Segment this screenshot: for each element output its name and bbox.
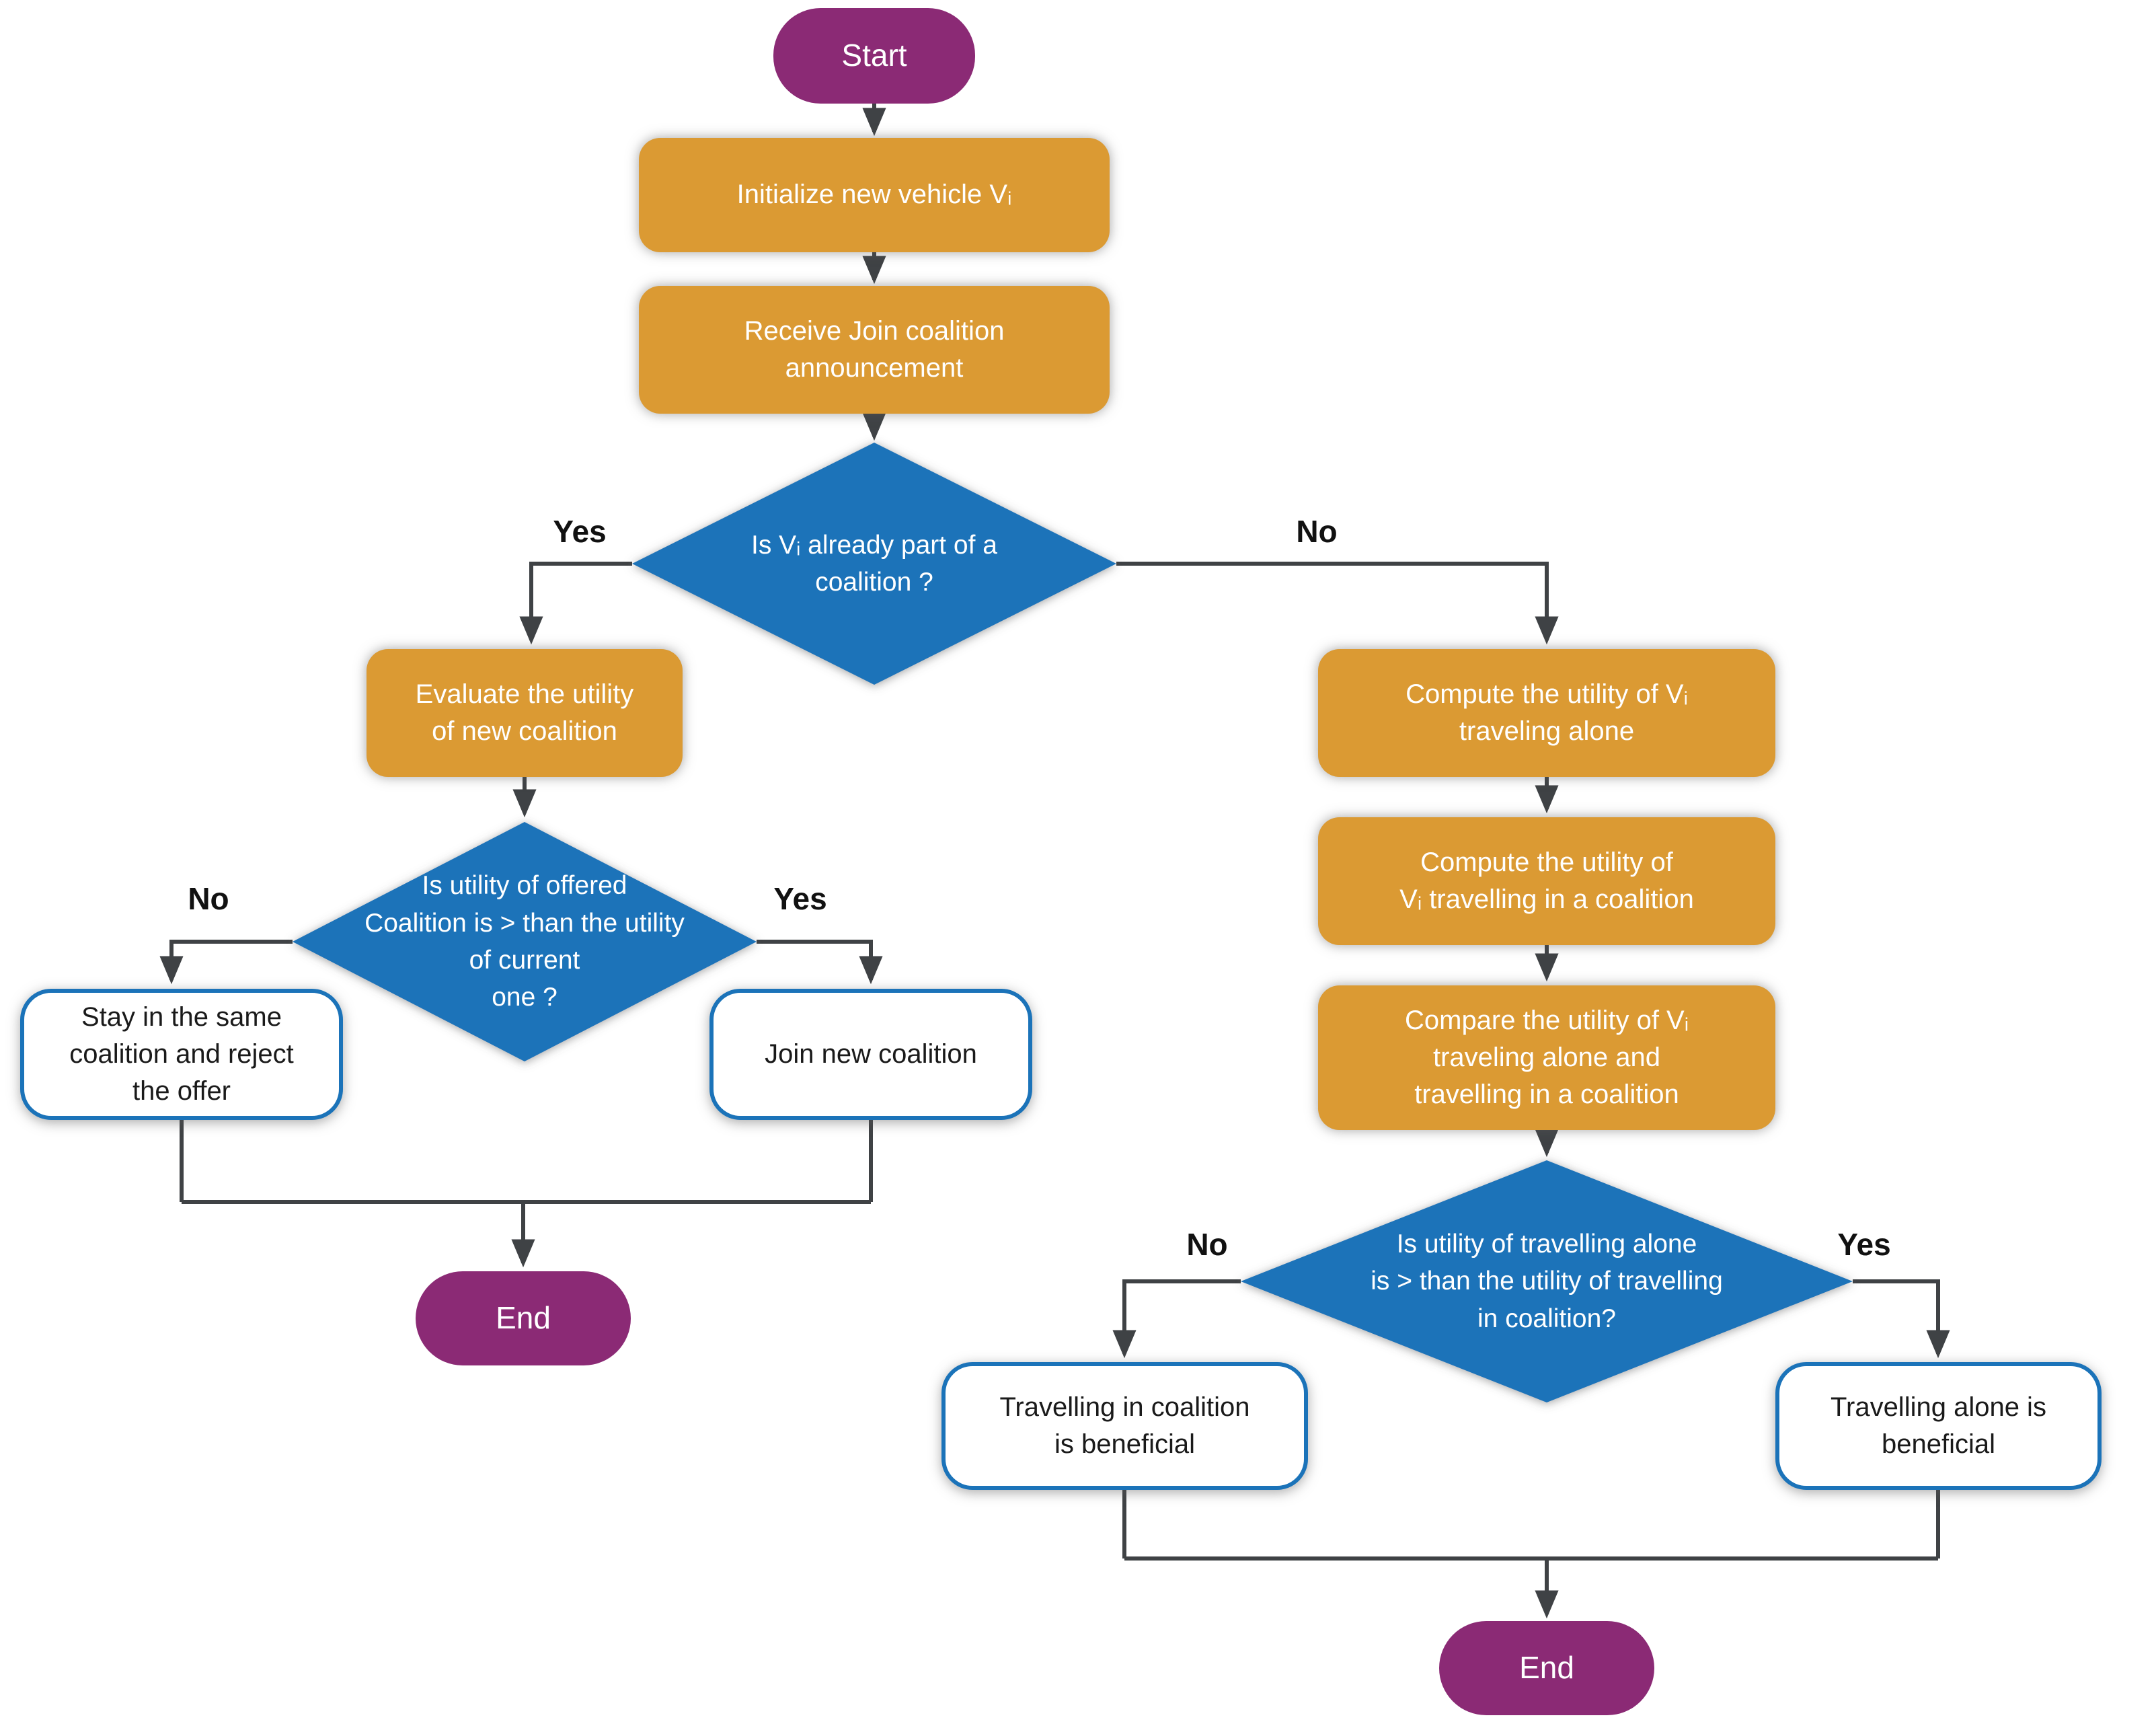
node-compare-utilities: Compare the utility of Vᵢ traveling alon…: [1318, 985, 1775, 1130]
edge-decision2-no: [159, 940, 293, 985]
node-evaluate-utility: Evaluate the utility of new coalition: [367, 649, 683, 777]
edge-decision1-yes: [519, 562, 632, 645]
edge-decision2-yes: [757, 940, 883, 985]
decision-already-in-coalition-label: Is Vᵢ already part of a coalition ?: [751, 530, 997, 597]
edge-decision3-no: [1112, 1279, 1241, 1359]
edge-decision1-no: [1116, 562, 1559, 645]
node-compute-utility-alone: Compute the utility of Vᵢ traveling alon…: [1318, 649, 1775, 777]
node-alone-beneficial: Travelling alone is beneficial: [1775, 1362, 2102, 1490]
node-start: Start: [773, 8, 975, 104]
decision-offered-vs-current-label: Is utility of offered Coalition is > tha…: [364, 871, 685, 1012]
decision-already-in-coalition-shape: [632, 443, 1116, 685]
decision-alone-vs-coalition-label: Is utility of travelling alone is > than…: [1371, 1229, 1723, 1333]
node-stay-same-coalition: Stay in the same coalition and reject th…: [20, 989, 343, 1120]
edge-decision3-yes: [1853, 1279, 1950, 1359]
label-no-travel: No: [1186, 1227, 1228, 1262]
node-coalition-beneficial: Travelling in coalition is beneficial: [941, 1362, 1308, 1490]
node-end-bottom: End: [1439, 1621, 1654, 1715]
node-receive-announcement: Receive Join coalition announcement: [639, 286, 1110, 414]
label-no-offer: No: [188, 881, 229, 916]
label-yes-membership: Yes: [553, 514, 607, 549]
node-initialize-vehicle: Initialize new vehicle Vᵢ: [639, 138, 1110, 252]
decision-alone-vs-coalition-shape: [1241, 1160, 1853, 1402]
decision-offered-vs-current-shape: [293, 822, 757, 1061]
node-join-new-coalition: Join new coalition: [709, 989, 1032, 1120]
label-yes-offer: Yes: [773, 881, 827, 916]
node-compute-utility-coalition: Compute the utility of Vᵢ travelling in …: [1318, 817, 1775, 945]
label-no-membership: No: [1296, 514, 1338, 549]
node-end-left: End: [416, 1271, 631, 1365]
label-yes-travel: Yes: [1837, 1227, 1891, 1262]
